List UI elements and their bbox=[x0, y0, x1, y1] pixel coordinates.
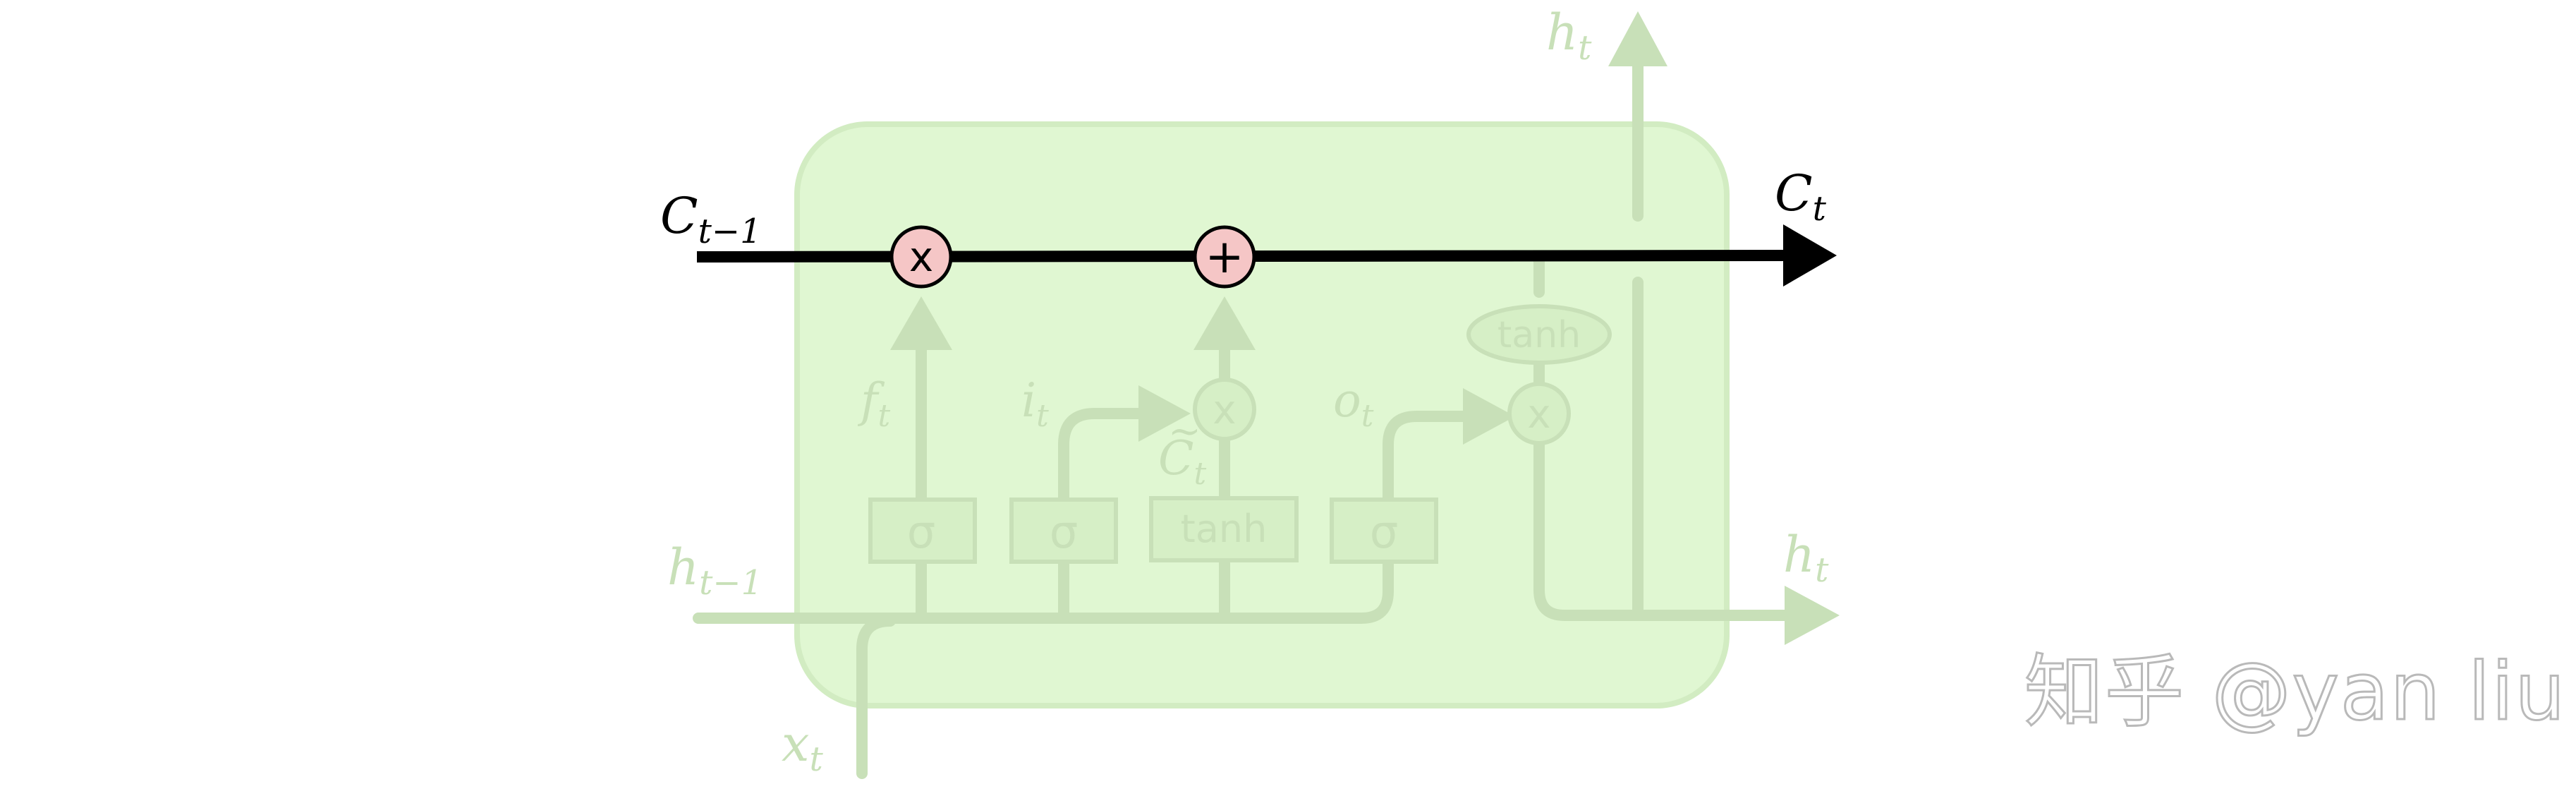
cell-add-op bbox=[1193, 225, 1256, 289]
cell-state-arrowhead bbox=[1783, 224, 1837, 287]
output-multiply-symbol: x bbox=[1527, 392, 1550, 438]
tanh-candidate-label: tanh bbox=[1181, 507, 1268, 551]
sigma-output-box bbox=[1330, 498, 1438, 564]
sigma-forget-box bbox=[868, 498, 977, 564]
output-multiply-op bbox=[1507, 382, 1571, 445]
label-h-prev: ht−1 bbox=[667, 538, 763, 603]
label-x-t: xt bbox=[782, 715, 823, 779]
label-c-tilde: Ct bbox=[1158, 431, 1207, 492]
input-multiply-op bbox=[1193, 378, 1256, 441]
input-multiply-symbol: x bbox=[1213, 387, 1236, 433]
watermark: 知乎 @yan liu bbox=[2023, 646, 2567, 740]
label-c-t: Ct bbox=[1775, 164, 1827, 229]
label-i-t: it bbox=[1021, 373, 1049, 434]
cell-add-symbol: + bbox=[1205, 229, 1244, 284]
sigma-forget-label: σ bbox=[907, 507, 936, 559]
forget-multiply-symbol: x bbox=[909, 233, 933, 281]
label-o-t: ot bbox=[1333, 373, 1374, 434]
sigma-output-label: σ bbox=[1370, 507, 1399, 559]
sigma-input-label: σ bbox=[1050, 507, 1079, 559]
label-c-tilde-mark: ~ bbox=[1168, 409, 1201, 454]
label-c-prev: Ct−1 bbox=[660, 187, 762, 251]
output-tanh-symbol: tanh bbox=[1497, 314, 1581, 356]
tanh-candidate-box bbox=[1149, 496, 1299, 562]
sigma-input-box bbox=[1009, 498, 1118, 564]
output-tanh-op bbox=[1466, 304, 1612, 365]
hidden-state-flow bbox=[693, 56, 1797, 779]
gate-layers bbox=[868, 496, 1438, 564]
faded-arrowheads bbox=[890, 11, 1840, 645]
label-h-t-right: ht bbox=[1783, 526, 1829, 590]
label-h-t-top: ht bbox=[1546, 4, 1592, 68]
forget-multiply-op bbox=[889, 225, 953, 289]
